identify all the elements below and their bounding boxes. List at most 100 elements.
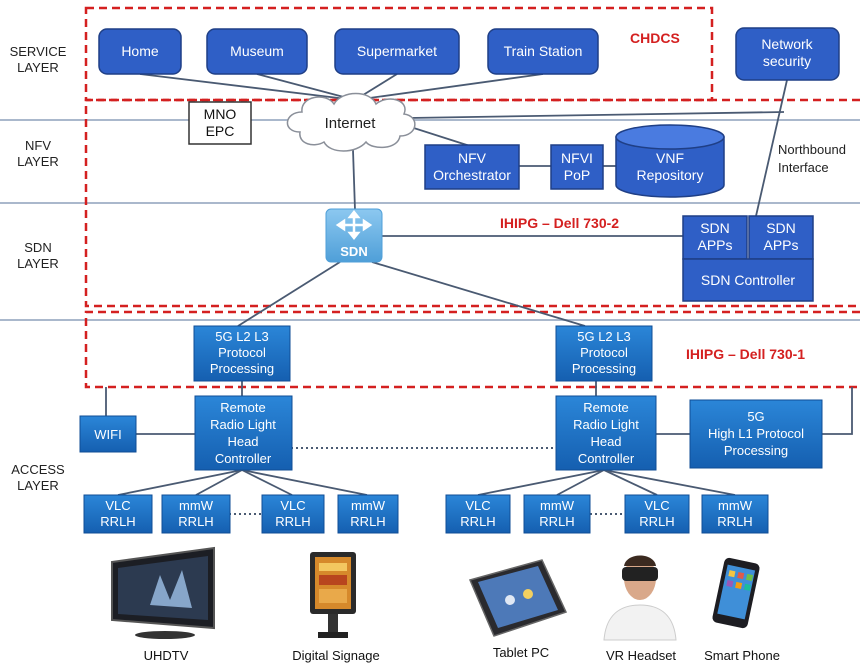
mmw-rrlh-box-3[interactable] <box>523 494 591 534</box>
link-rrlh-vlc3 <box>477 469 605 496</box>
vlc-rrlh-box-4[interactable] <box>624 494 690 534</box>
link-sdn-pp-left <box>237 261 341 327</box>
link-rrlh-vlc2 <box>241 469 293 496</box>
nfv-orchestrator-box[interactable] <box>424 144 520 190</box>
link-rrlh-mmw4 <box>603 469 736 496</box>
rrlh-controller-box-left[interactable] <box>194 395 293 471</box>
digital-signage-icon <box>310 552 356 638</box>
link-rrlh-vlc1 <box>117 469 243 496</box>
vnf-cylinder-body <box>615 136 725 198</box>
mno-epc-box[interactable] <box>188 101 252 145</box>
uhdtv-label: UHDTV <box>144 648 189 663</box>
region-labels: CHDCS IHIPG – Dell 730-2 IHIPG – Dell 73… <box>500 30 805 362</box>
tablet-pc-label: Tablet PC <box>493 645 549 660</box>
vr-headset-label: VR Headset <box>606 648 676 663</box>
digital-signage-label: Digital Signage <box>292 648 379 663</box>
link-trainstation-internet <box>354 73 544 101</box>
cloud-shape <box>286 92 416 152</box>
vlc-rrlh-box-1[interactable] <box>83 494 153 534</box>
sdn-controller-box[interactable] <box>682 258 814 302</box>
link-internet-sdn <box>352 149 356 211</box>
links <box>105 73 853 496</box>
internet-label: Internet <box>325 115 377 132</box>
link-highl1-ihipg1 <box>822 387 853 435</box>
wifi-box[interactable] <box>79 415 137 453</box>
home-label: Home <box>121 43 159 59</box>
link-netsec-sdnapps <box>755 79 788 217</box>
internet-cloud[interactable]: Internet <box>286 92 416 152</box>
supermarket-label: Supermarket <box>357 43 437 59</box>
mmw-rrlh-box-4[interactable] <box>701 494 769 534</box>
mmw-rrlh-box-1[interactable] <box>161 494 231 534</box>
network-security-box[interactable] <box>735 27 840 81</box>
smart-phone-icon <box>712 557 760 629</box>
arrows-icon <box>335 209 373 241</box>
link-internet-netsec <box>407 111 785 119</box>
ihipg2-label: IHIPG – Dell 730-2 <box>500 215 619 231</box>
protocol-processing-box-right[interactable] <box>555 325 653 382</box>
link-home-internet <box>139 73 356 101</box>
sdn-controller-label: SDN Controller <box>701 272 795 288</box>
link-museum-internet <box>256 73 356 101</box>
museum-label: Museum <box>230 43 284 59</box>
train-station-box[interactable] <box>487 28 599 75</box>
mmw-rrlh-box-2[interactable] <box>337 494 399 534</box>
sdn-switch[interactable]: SDN <box>325 208 383 263</box>
wifi-label: WIFI <box>94 427 121 442</box>
museum-box[interactable] <box>206 28 308 75</box>
sdn-icon-label: SDN <box>340 244 367 259</box>
link-rrlh-mmw1 <box>195 469 243 496</box>
ihipg1-region <box>84 310 860 389</box>
uhdtv-icon <box>111 546 215 639</box>
rrlh-controller-box-right[interactable] <box>555 395 657 471</box>
train-station-label: Train Station <box>504 43 583 59</box>
protocol-processing-box-left[interactable] <box>193 325 291 382</box>
layer-separators <box>0 119 860 321</box>
sdn-apps-box-2[interactable] <box>748 215 814 260</box>
ihipg1-label: IHIPG – Dell 730-1 <box>686 346 805 362</box>
nfvi-pop-box[interactable] <box>550 144 604 190</box>
vr-headset-icon <box>603 555 677 641</box>
link-rrlh-vlc4 <box>603 469 658 496</box>
vlc-rrlh-box-3[interactable] <box>445 494 511 534</box>
vlc-rrlh-box-2[interactable] <box>261 494 325 534</box>
region-borders <box>84 6 860 389</box>
chdcs-label: CHDCS <box>630 30 680 46</box>
devices: UHDTV Digital Signage Tablet PC VR <box>111 546 780 663</box>
dotted-links <box>229 447 625 515</box>
high-l1-box[interactable] <box>689 399 823 469</box>
tablet-pc-icon <box>468 559 568 637</box>
home-box[interactable] <box>98 28 182 75</box>
smart-phone-label: Smart Phone <box>704 648 780 663</box>
vnf-cylinder-top <box>615 124 725 150</box>
supermarket-box[interactable] <box>334 28 460 75</box>
link-rrlh-mmw3 <box>556 469 605 496</box>
link-sdn-pp-right <box>371 261 586 327</box>
